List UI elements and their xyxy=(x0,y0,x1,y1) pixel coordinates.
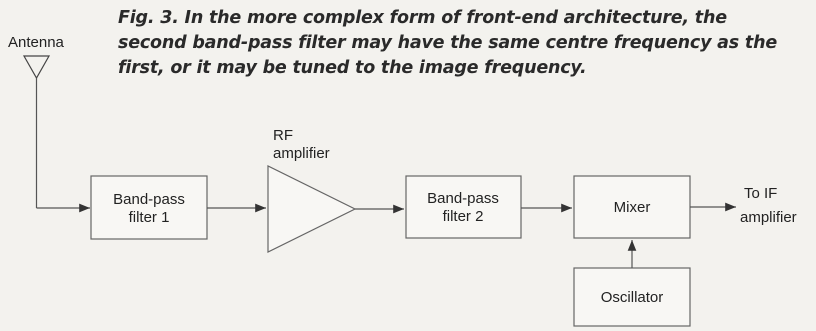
output-label-line-2: amplifier xyxy=(740,209,797,226)
mixer-label: Mixer xyxy=(614,199,651,216)
bpf1-block xyxy=(90,175,208,240)
figure-caption: Fig. 3. In the more complex form of fron… xyxy=(118,6,808,81)
oscillator-label: Oscillator xyxy=(601,289,664,306)
mixer-block xyxy=(573,175,691,239)
bpf2-label-line-2: filter 2 xyxy=(443,208,484,225)
bpf1-label-line-1: Band-pass xyxy=(113,191,185,208)
rf-amp-label-line-1: RF xyxy=(273,127,293,144)
oscillator-block xyxy=(573,267,691,327)
caption-line-2: second band-pass filter may have the sam… xyxy=(118,33,777,53)
caption-line-3: first, or it may be tuned to the image f… xyxy=(118,58,587,78)
rf-amplifier-triangle xyxy=(267,165,357,253)
antenna-icon xyxy=(22,55,51,80)
bpf2-label-line-1: Band-pass xyxy=(427,190,499,207)
bpf1-label-line-2: filter 1 xyxy=(129,209,170,226)
rf-amp-label-line-2: amplifier xyxy=(273,145,330,162)
caption-line-1: Fig. 3. In the more complex form of fron… xyxy=(118,8,727,28)
antenna-label: Antenna xyxy=(8,34,65,51)
bpf2-block xyxy=(405,175,522,239)
output-label-line-1: To IF xyxy=(744,185,777,202)
